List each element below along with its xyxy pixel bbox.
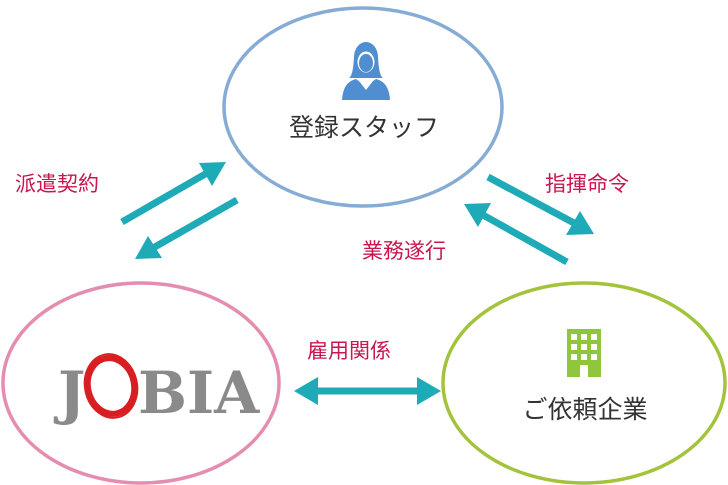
label-dispatch-contract: 派遣契約 (15, 172, 99, 196)
arrow-employment (294, 377, 441, 405)
arrow-dispatch-down (135, 196, 239, 259)
staff-circle (222, 6, 504, 208)
client-circle (441, 281, 727, 485)
arrow-dispatch-up (120, 162, 226, 226)
logo-ring-icon (83, 353, 139, 419)
logo-letters-bia: BIA (138, 359, 260, 427)
staff-label: 登録スタッフ (289, 113, 439, 142)
jobia-circle (1, 281, 281, 485)
client-label: ご依頼企業 (522, 395, 647, 424)
label-instruction: 指揮命令 (545, 172, 629, 196)
arrow-instruction (486, 173, 594, 235)
jobia-logo: J BIA (53, 353, 260, 427)
person-icon (342, 42, 390, 100)
building-icon (567, 329, 601, 377)
label-employment: 雇用関係 (307, 339, 391, 363)
label-work-execution: 業務遂行 (362, 239, 446, 263)
logo-letter-j: J (53, 359, 85, 427)
arrow-work-execution (464, 203, 569, 266)
